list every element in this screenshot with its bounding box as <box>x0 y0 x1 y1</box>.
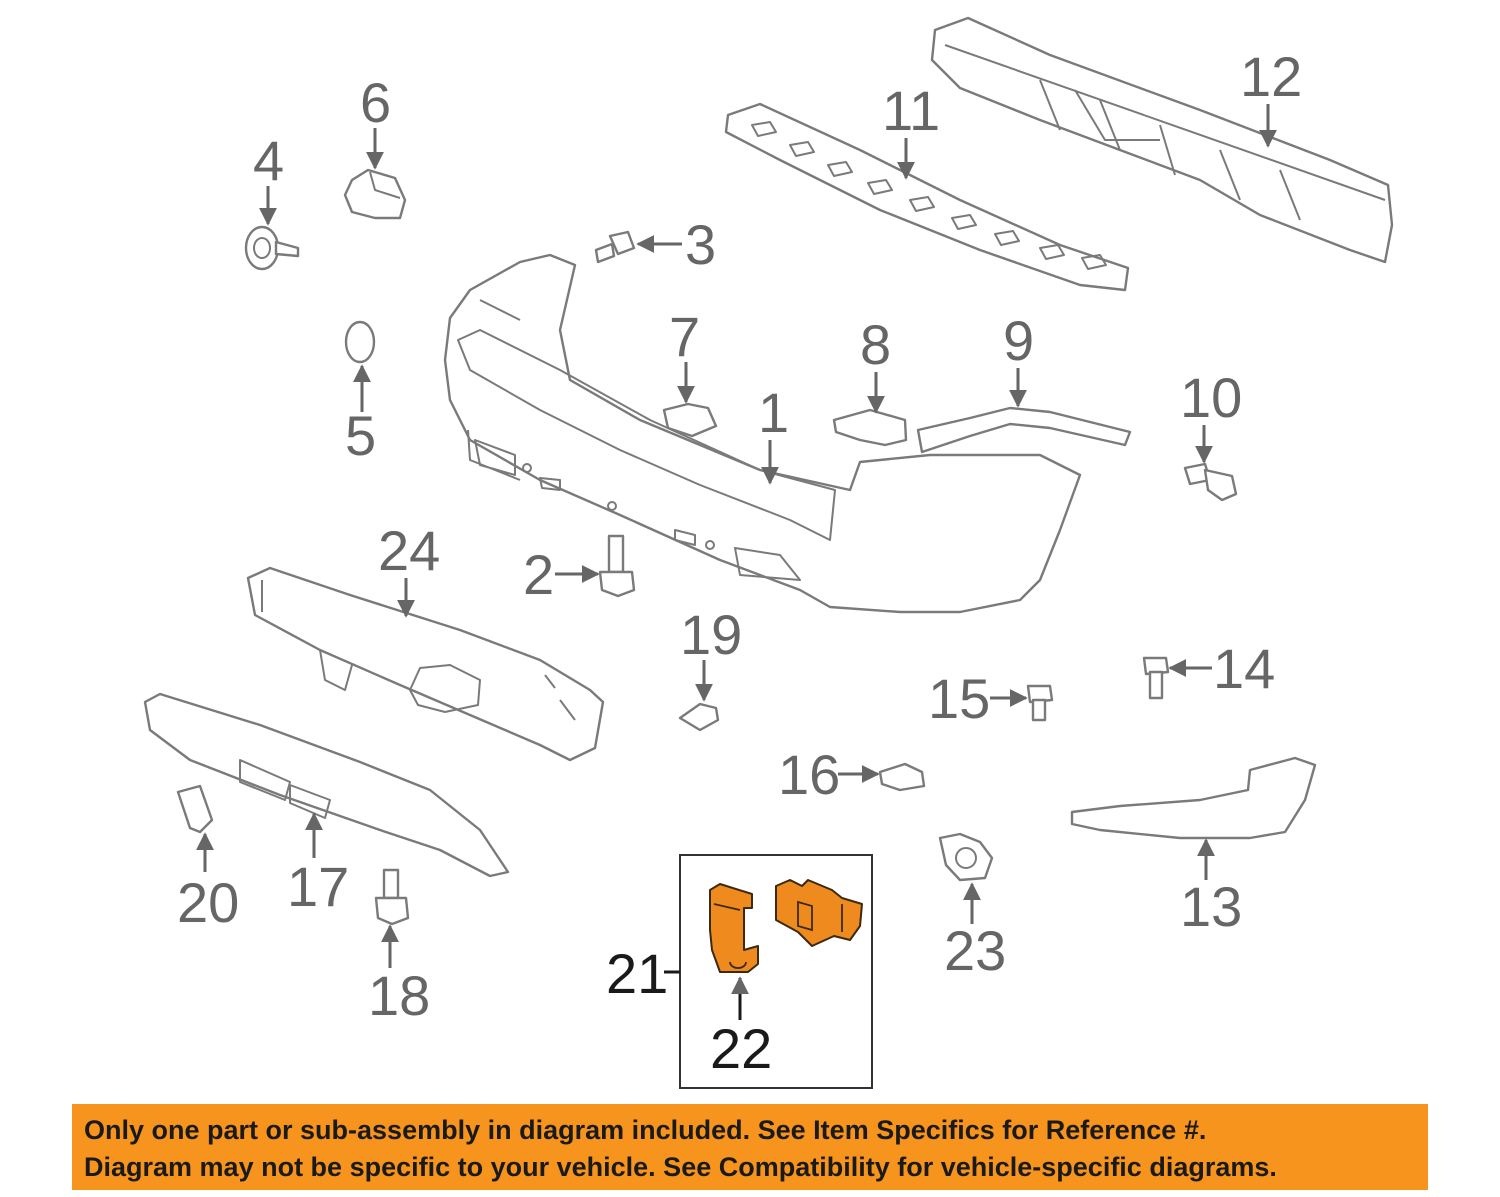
callout-19: 19 <box>680 603 742 666</box>
part-1-bumper-cover <box>443 253 1082 614</box>
notice-banner: Only one part or sub-assembly in diagram… <box>72 1104 1428 1190</box>
callout-9: 9 <box>1003 309 1034 372</box>
callout-3: 3 <box>685 213 716 276</box>
part-23-retainer <box>938 832 994 882</box>
callout-5: 5 <box>345 404 376 467</box>
part-9-strip <box>916 406 1132 454</box>
part-11-reinforcement <box>724 102 1130 292</box>
part-13-side-spoiler <box>1070 756 1317 840</box>
part-7-clip <box>662 402 718 438</box>
leader-lines <box>196 104 1277 1020</box>
notice-line-2: Diagram may not be specific to your vehi… <box>84 1152 1277 1182</box>
part-17-lower-garnish <box>143 692 510 878</box>
part-18-bolt <box>374 868 410 926</box>
callout-12: 12 <box>1240 45 1302 108</box>
callout-8: 8 <box>860 313 891 376</box>
part-4-clip <box>244 225 300 271</box>
part-10-bolt <box>1183 462 1238 502</box>
part-24-lower-reinforcement <box>246 566 605 762</box>
callout-11: 11 <box>882 79 940 142</box>
part-16-clip-nut <box>878 762 926 792</box>
callout-4: 4 <box>253 129 284 192</box>
callout-14: 14 <box>1213 637 1275 700</box>
part-21-highlighted <box>775 879 863 947</box>
callout-24: 24 <box>378 519 440 582</box>
callout-10: 10 <box>1180 366 1242 429</box>
callout-1: 1 <box>758 381 789 444</box>
callout-17: 17 <box>287 855 349 918</box>
part-5-grommet <box>344 320 376 364</box>
callout-21: 21 <box>606 942 668 1005</box>
callout-22: 22 <box>710 1017 772 1080</box>
callout-13: 13 <box>1180 875 1242 938</box>
part-15-bolt <box>1026 684 1054 722</box>
callout-2: 2 <box>523 543 554 606</box>
part-2-bolt <box>598 534 636 598</box>
callout-18: 18 <box>368 964 430 1027</box>
part-8-bracket <box>832 408 908 447</box>
part-6-sensor <box>343 168 407 220</box>
part-20-cover <box>176 784 214 834</box>
callout-15: 15 <box>928 667 990 730</box>
part-3-bolt <box>594 230 636 264</box>
part-12-absorber <box>930 16 1394 264</box>
callout-20: 20 <box>177 871 239 934</box>
callout-6: 6 <box>360 71 391 134</box>
callout-23: 23 <box>944 919 1006 982</box>
part-19-nut <box>678 702 720 732</box>
part-14-bolt <box>1142 656 1170 700</box>
callout-16: 16 <box>778 743 840 806</box>
callout-7: 7 <box>669 305 700 368</box>
notice-line-1: Only one part or sub-assembly in diagram… <box>84 1115 1207 1145</box>
